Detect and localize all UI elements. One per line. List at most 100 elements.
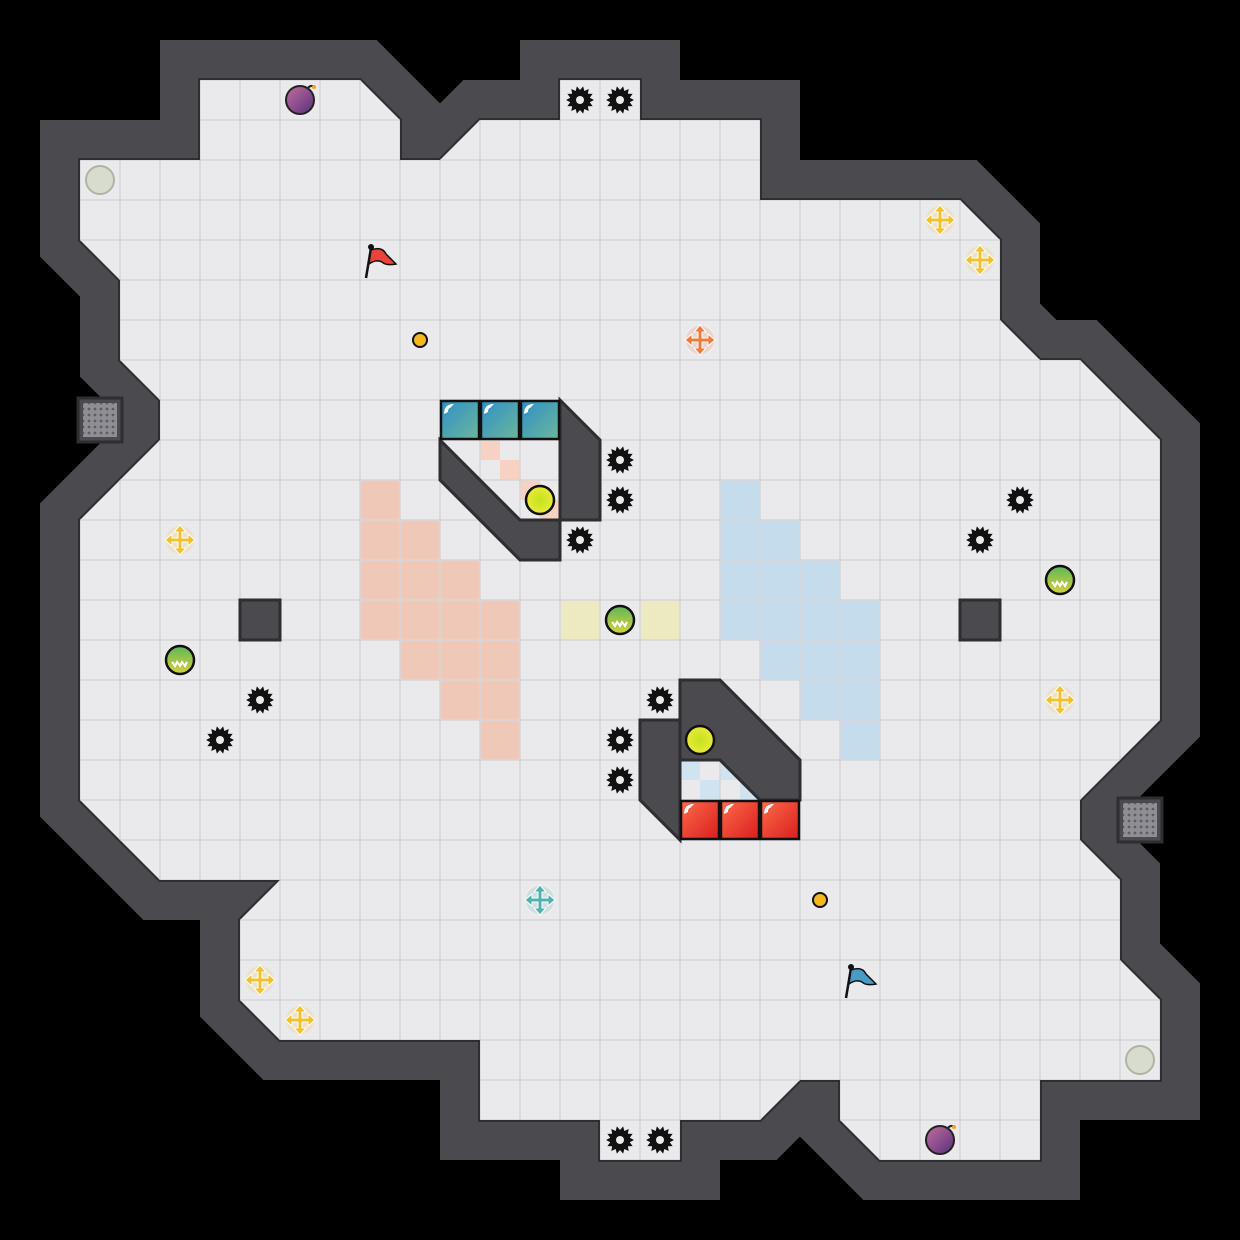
- spike-center: [976, 536, 984, 544]
- tile-shine: [684, 804, 694, 814]
- powerup-icon[interactable]: [1044, 564, 1076, 596]
- tile-shine: [444, 404, 454, 414]
- spike-icon: [646, 686, 674, 714]
- powerup-body: [1044, 564, 1076, 596]
- bomb-body: [925, 1125, 955, 1155]
- blue-zone-tile: [720, 520, 760, 560]
- wall-block: [958, 598, 1002, 642]
- spike-icon: [206, 726, 234, 754]
- portal-body: [85, 165, 115, 195]
- red-zone-tile: [400, 600, 440, 640]
- yellow-boost-icon: [964, 244, 996, 276]
- vent-icon: [1116, 796, 1164, 844]
- blue-flag-icon[interactable]: [844, 964, 878, 999]
- button-icon[interactable]: [812, 892, 828, 908]
- spike-center: [1016, 496, 1024, 504]
- neutral-zone-tile: [640, 600, 680, 640]
- gate-button-body: [684, 724, 716, 756]
- spike-icon: [606, 446, 634, 474]
- red-zone-tile: [400, 520, 440, 560]
- blue-zone-tile: [840, 720, 880, 760]
- bomb-icon: [925, 1124, 956, 1155]
- red-flag-icon[interactable]: [364, 244, 398, 279]
- blue-zone-tile: [840, 680, 880, 720]
- red-zone-tile: [400, 560, 440, 600]
- blue-zone-tile: [760, 560, 800, 600]
- red-team-tile: [719, 799, 761, 841]
- red-zone-tile: [360, 600, 400, 640]
- blue-team-tile: [479, 399, 521, 441]
- spike-center: [656, 1136, 664, 1144]
- entities[interactable]: [76, 84, 1164, 1155]
- yellow-boost-icon: [924, 204, 956, 236]
- spike-center: [656, 696, 664, 704]
- button-body: [412, 332, 428, 348]
- blue-zone-tile: [840, 600, 880, 640]
- button-body: [812, 892, 828, 908]
- spike-center: [616, 96, 624, 104]
- tile-shine: [764, 804, 774, 814]
- red-gate-floor: [480, 440, 500, 460]
- spike-icon: [606, 1126, 634, 1154]
- spike-center: [576, 96, 584, 104]
- spike-icon: [646, 1126, 674, 1154]
- spike-icon: [966, 526, 994, 554]
- flag-cloth: [368, 247, 398, 266]
- button-icon[interactable]: [412, 332, 428, 348]
- tile-shine: [484, 404, 494, 414]
- spike-center: [616, 496, 624, 504]
- neutral-zone-tile: [560, 600, 600, 640]
- spike-center: [256, 696, 264, 704]
- blue-zone-tile: [720, 480, 760, 520]
- spike-center: [616, 456, 624, 464]
- gate-button-body: [524, 484, 556, 516]
- teal-boost-icon: [524, 884, 556, 916]
- boost-arrows: [684, 324, 716, 356]
- spike-icon: [606, 766, 634, 794]
- vent-grate: [83, 403, 117, 437]
- powerup-icon[interactable]: [604, 604, 636, 636]
- bomb-icon: [285, 84, 316, 115]
- tile-shine: [724, 804, 734, 814]
- inner-wall: [558, 396, 602, 522]
- spike-icon: [606, 486, 634, 514]
- blue-zone-tile: [800, 680, 840, 720]
- spike-center: [616, 736, 624, 744]
- blue-zone-tile: [760, 600, 800, 640]
- red-zone-tile: [480, 680, 520, 720]
- boost-arrows: [924, 204, 956, 236]
- bomb-spark: [312, 85, 316, 89]
- yellow-boost-icon: [284, 1004, 316, 1036]
- blue-zone-tile: [720, 560, 760, 600]
- red-zone-tile: [360, 520, 400, 560]
- boost-arrows: [524, 884, 556, 916]
- blue-zone-tile: [760, 520, 800, 560]
- boost-arrows: [1044, 684, 1076, 716]
- powerup-mark: [171, 660, 188, 668]
- spike-icon: [606, 726, 634, 754]
- flag-knob: [848, 964, 854, 970]
- portal-icon: [1125, 1045, 1155, 1075]
- boost-arrows: [964, 244, 996, 276]
- gate-button-icon[interactable]: [684, 724, 716, 756]
- gate-button-icon[interactable]: [524, 484, 556, 516]
- boost-arrows: [284, 1004, 316, 1036]
- spike-center: [216, 736, 224, 744]
- powerup-icon[interactable]: [164, 644, 196, 676]
- blue-zone-tile: [800, 640, 840, 680]
- red-boost-icon: [684, 324, 716, 356]
- portal-icon: [85, 165, 115, 195]
- red-zone-tile: [360, 480, 400, 520]
- spike-icon: [566, 526, 594, 554]
- spike-center: [616, 776, 624, 784]
- red-zone-tile: [440, 680, 480, 720]
- yellow-boost-icon: [164, 524, 196, 556]
- wall-block: [238, 598, 282, 642]
- spike-icon: [606, 86, 634, 114]
- blue-gate-floor: [680, 760, 700, 780]
- powerup-mark: [611, 620, 628, 628]
- yellow-boost-icon: [1044, 684, 1076, 716]
- flag-cloth: [848, 967, 878, 986]
